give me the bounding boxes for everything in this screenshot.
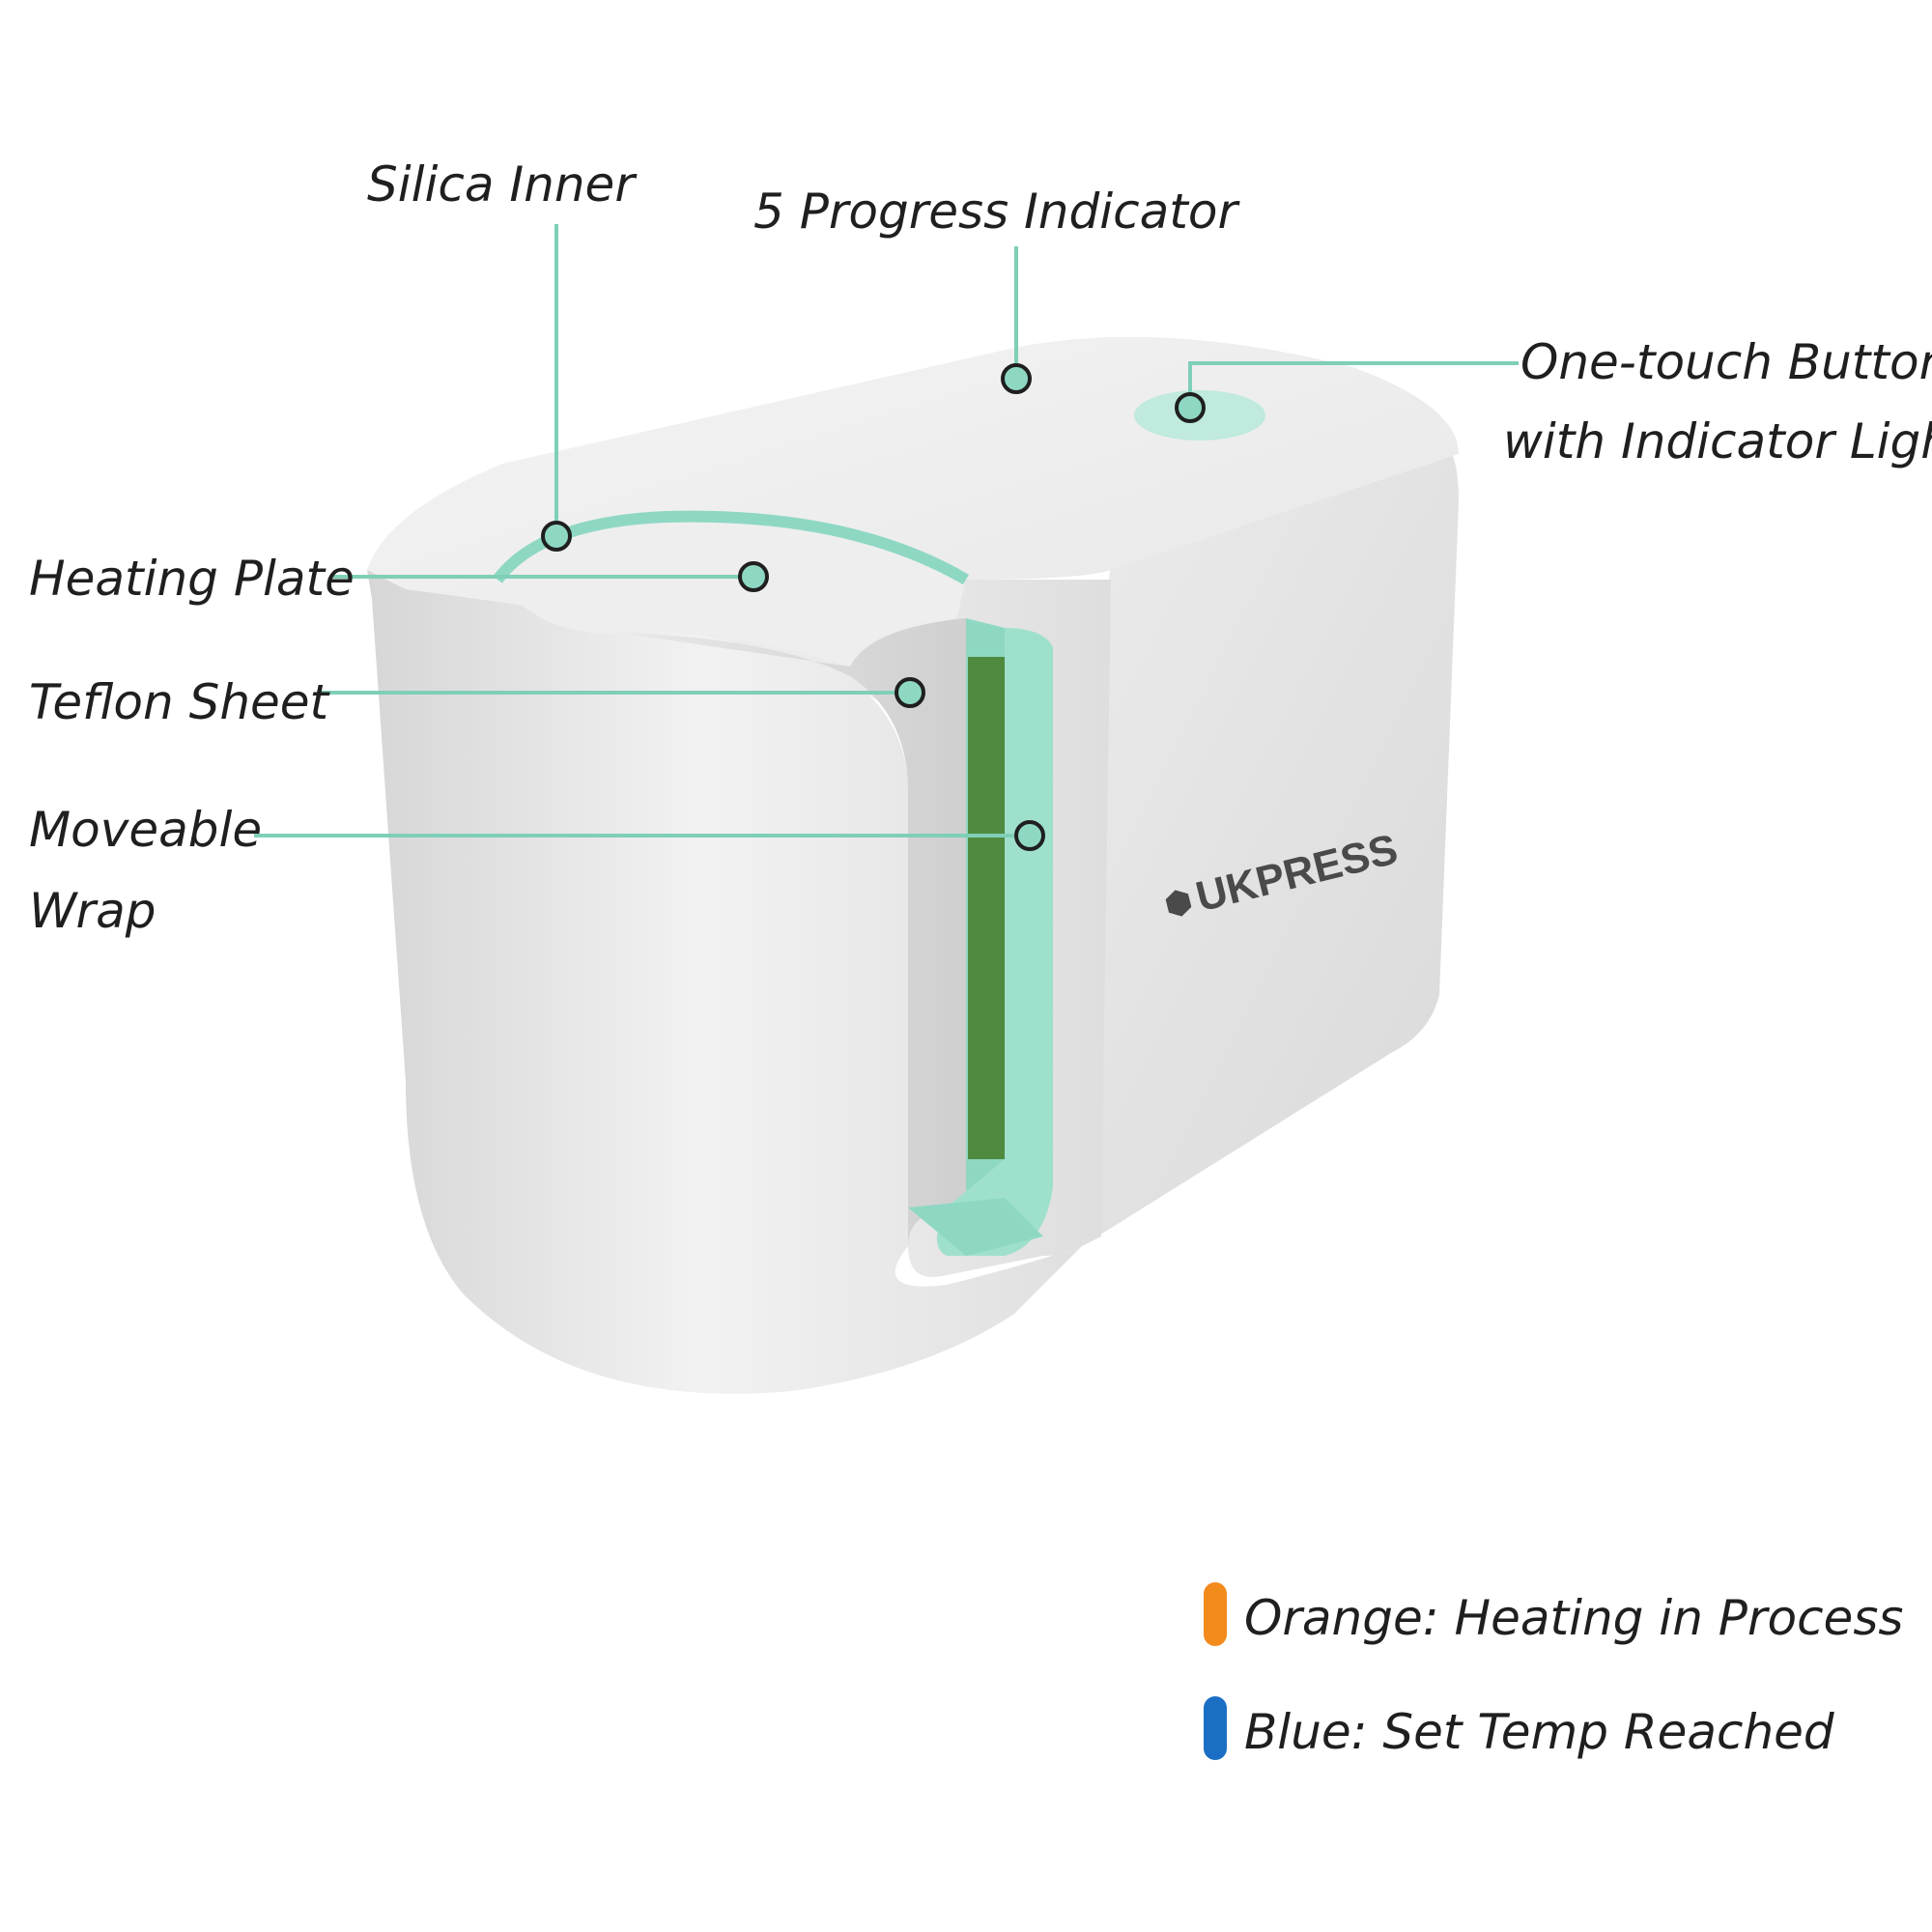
- callout-dots: [541, 363, 1206, 851]
- cup-opening: [497, 516, 966, 667]
- label-one-touch-line2: with Indicator Light: [1503, 413, 1932, 469]
- press-side-panel: [1043, 444, 1459, 1256]
- label-progress-indicator: 5 Progress Indicator: [753, 184, 1240, 240]
- mug-press-illustration: UKPRESS: [367, 336, 1459, 1394]
- dot-one-touch: [1175, 392, 1206, 423]
- wrap-base: [908, 1198, 1043, 1256]
- dot-silica-inner: [541, 521, 572, 552]
- label-moveable-line1: Moveable: [29, 802, 262, 858]
- legend-text-blue: Blue: Set Temp Reached: [1244, 1704, 1834, 1760]
- legend-swatch-orange: [1204, 1582, 1227, 1646]
- legend-swatch-blue: [1204, 1696, 1227, 1760]
- dot-moveable-wrap: [1014, 820, 1045, 851]
- indicator-legend: Orange: Heating in Process Blue: Set Tem…: [1204, 1582, 1903, 1760]
- label-moveable-line2: Wrap: [29, 883, 156, 939]
- label-heating-plate: Heating Plate: [29, 551, 355, 607]
- legend-text-orange: Orange: Heating in Process: [1244, 1590, 1903, 1646]
- dot-heating-plate: [738, 561, 769, 592]
- callout-labels: Silica Inner 5 Progress Indicator One-to…: [29, 156, 1932, 939]
- dot-progress-indicator: [1001, 363, 1032, 394]
- wrap-arm: [937, 628, 1053, 1256]
- foam-pad: [968, 657, 1005, 1159]
- brand-logo-icon: [1165, 890, 1192, 917]
- dot-teflon-sheet: [895, 677, 925, 708]
- label-silica-inner: Silica Inner: [367, 156, 638, 213]
- inner-cavity: [618, 618, 966, 1246]
- label-teflon-sheet: Teflon Sheet: [29, 674, 331, 730]
- silica-ring: [493, 510, 970, 585]
- label-one-touch-line1: One-touch Button: [1520, 334, 1932, 390]
